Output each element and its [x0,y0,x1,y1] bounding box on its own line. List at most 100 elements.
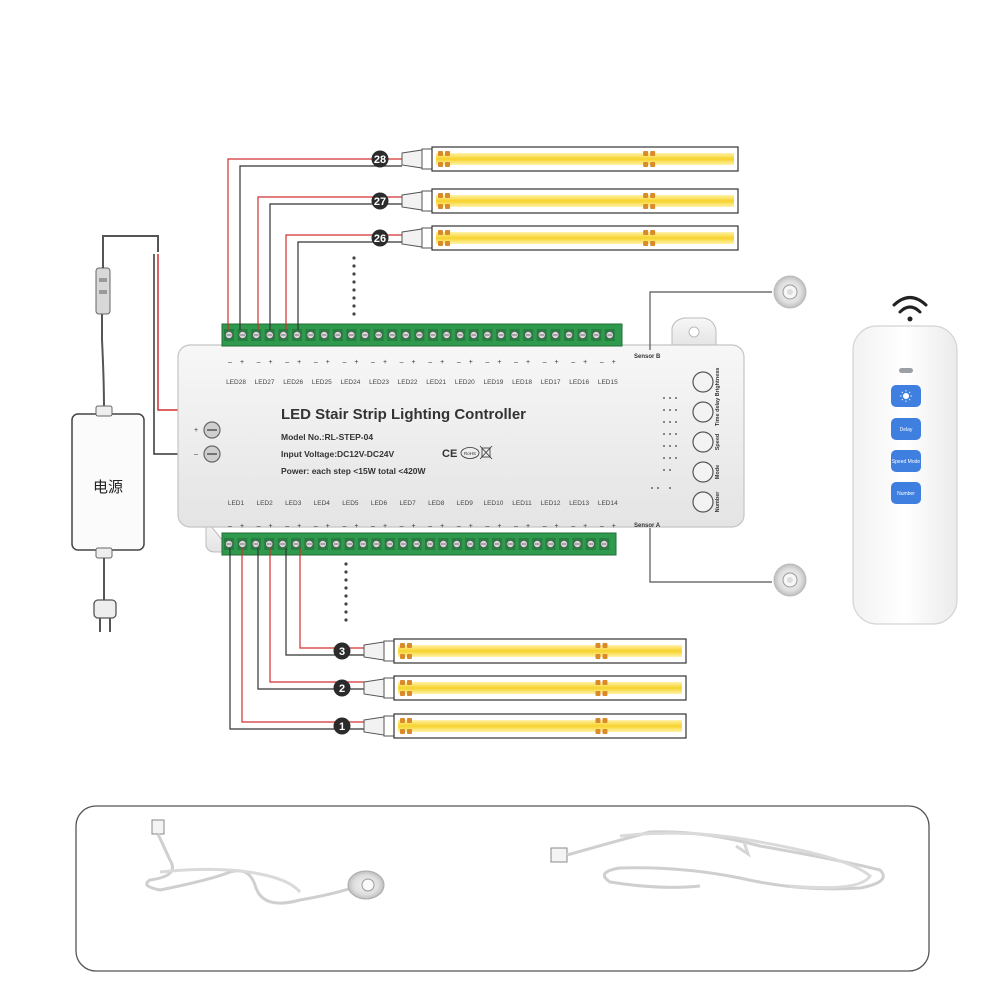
sun-icon [900,390,912,402]
top-led-label: LED19 [483,379,503,386]
pir-sensor-b [773,275,807,309]
time-delay-button[interactable] [692,401,714,423]
polarity-mark: – [571,359,575,366]
remote-speed-mode-label: Speed Mode [892,459,921,465]
mode-button[interactable] [692,461,714,483]
polarity-mark: + [440,523,444,530]
bottom-led-label: LED2 [256,500,273,507]
polarity-mark: + [555,523,559,530]
bottom-led-label: LED8 [428,500,445,507]
top-led-label: LED26 [283,379,303,386]
bottom-led-label: LED12 [541,500,561,507]
led-strip: 3 [333,638,687,664]
top-led-label: LED20 [455,379,475,386]
led-strip: 1 [333,713,687,739]
remote-indicator [899,368,913,373]
polarity-mark: – [228,359,232,366]
polarity-mark: + [354,359,358,366]
polarity-mark: + [583,523,587,530]
bottom-led-label: LED4 [314,500,331,507]
sensor-wiring [649,291,772,583]
remote-delay-label: Delay [900,427,913,433]
top-led-label: LED18 [512,379,532,386]
time-delay-label: Time delay [715,397,721,426]
top-continuation-dots [352,256,356,316]
polarity-mark: – [600,359,604,366]
top-led-label: LED25 [312,379,332,386]
polarity-mark: + [297,523,301,530]
controller-power: Power: each step <15W total <420W [281,466,427,476]
power-supply-label: 电源 [93,479,123,496]
top-wiring [227,158,402,330]
bottom-terminal-block [221,532,617,556]
polarity-mark: – [257,523,261,530]
polarity-mark: – [428,359,432,366]
polarity-mark: + [412,523,416,530]
polarity-mark: – [600,523,604,530]
top-led-label: LED22 [398,379,418,386]
polarity-mark: – [457,523,461,530]
speed-button[interactable] [692,431,714,453]
remote-number-button[interactable] [891,482,921,504]
extension-cable [550,830,885,891]
controller-box: + – LED Stair Strip Lighting Controller … [177,317,745,553]
polarity-mark: + [440,359,444,366]
pir-sensor-a [773,563,807,597]
polarity-mark: + [269,523,273,530]
polarity-mark: + [383,523,387,530]
remote-speed-mode-button[interactable] [891,450,921,472]
remote-delay-button[interactable] [891,418,921,440]
sensor-cable [145,819,385,905]
step-number-badge [333,642,351,660]
bottom-led-label: LED10 [483,500,503,507]
weee-bin-icon [479,445,493,460]
polarity-mark: + [555,359,559,366]
bottom-led-label: LED11 [512,500,532,507]
polarity-mark: – [400,523,404,530]
polarity-mark: + [469,523,473,530]
top-led-label: LED27 [255,379,275,386]
polarity-mark: + [526,523,530,530]
polarity-mark: + [612,359,616,366]
controller-voltage: Input Voltage:DC12V-DC24V [281,449,395,459]
led-strip: 26 [371,225,739,251]
polarity-mark: + [497,359,501,366]
polarity-mark: + [469,359,473,366]
step-number-badge [371,192,389,210]
polarity-mark: – [485,359,489,366]
step-number-label: 2 [339,683,345,695]
top-polarity-marks: –+–+–+–+–+–+–+–+–+–+–+–+–+–+ [228,359,616,366]
polarity-mark: – [314,523,318,530]
polarity-mark: + [354,523,358,530]
top-led-label: LED24 [340,379,360,386]
step-number-badge [371,150,389,168]
polarity-mark: – [514,359,518,366]
top-led-label: LED16 [569,379,589,386]
bottom-led-label: LED3 [285,500,302,507]
polarity-mark: + [497,523,501,530]
polarity-mark: + [412,359,416,366]
top-led-label: LED28 [226,379,246,386]
bottom-continuation-dots [344,562,348,622]
bottom-led-label: LED13 [569,500,589,507]
rohs-mark: RoHS [464,451,476,456]
polarity-mark: + [383,359,387,366]
wifi-icon [892,296,928,322]
step-number-label: 28 [374,154,386,166]
polarity-mark: – [514,523,518,530]
led-strip: 27 [371,188,739,214]
polarity-mark: – [342,359,346,366]
bottom-led-label: LED6 [371,500,388,507]
polarity-mark: + [612,523,616,530]
step-number-label: 1 [339,721,345,733]
brightness-button[interactable] [692,371,714,393]
step-number-label: 26 [374,233,386,245]
vent-dots [651,397,677,489]
sensor-b-label: Sensor B [634,354,661,360]
mains-plug-icon [93,599,117,619]
number-button[interactable] [692,491,714,513]
step-number-badge [333,717,351,735]
polarity-mark: – [342,523,346,530]
